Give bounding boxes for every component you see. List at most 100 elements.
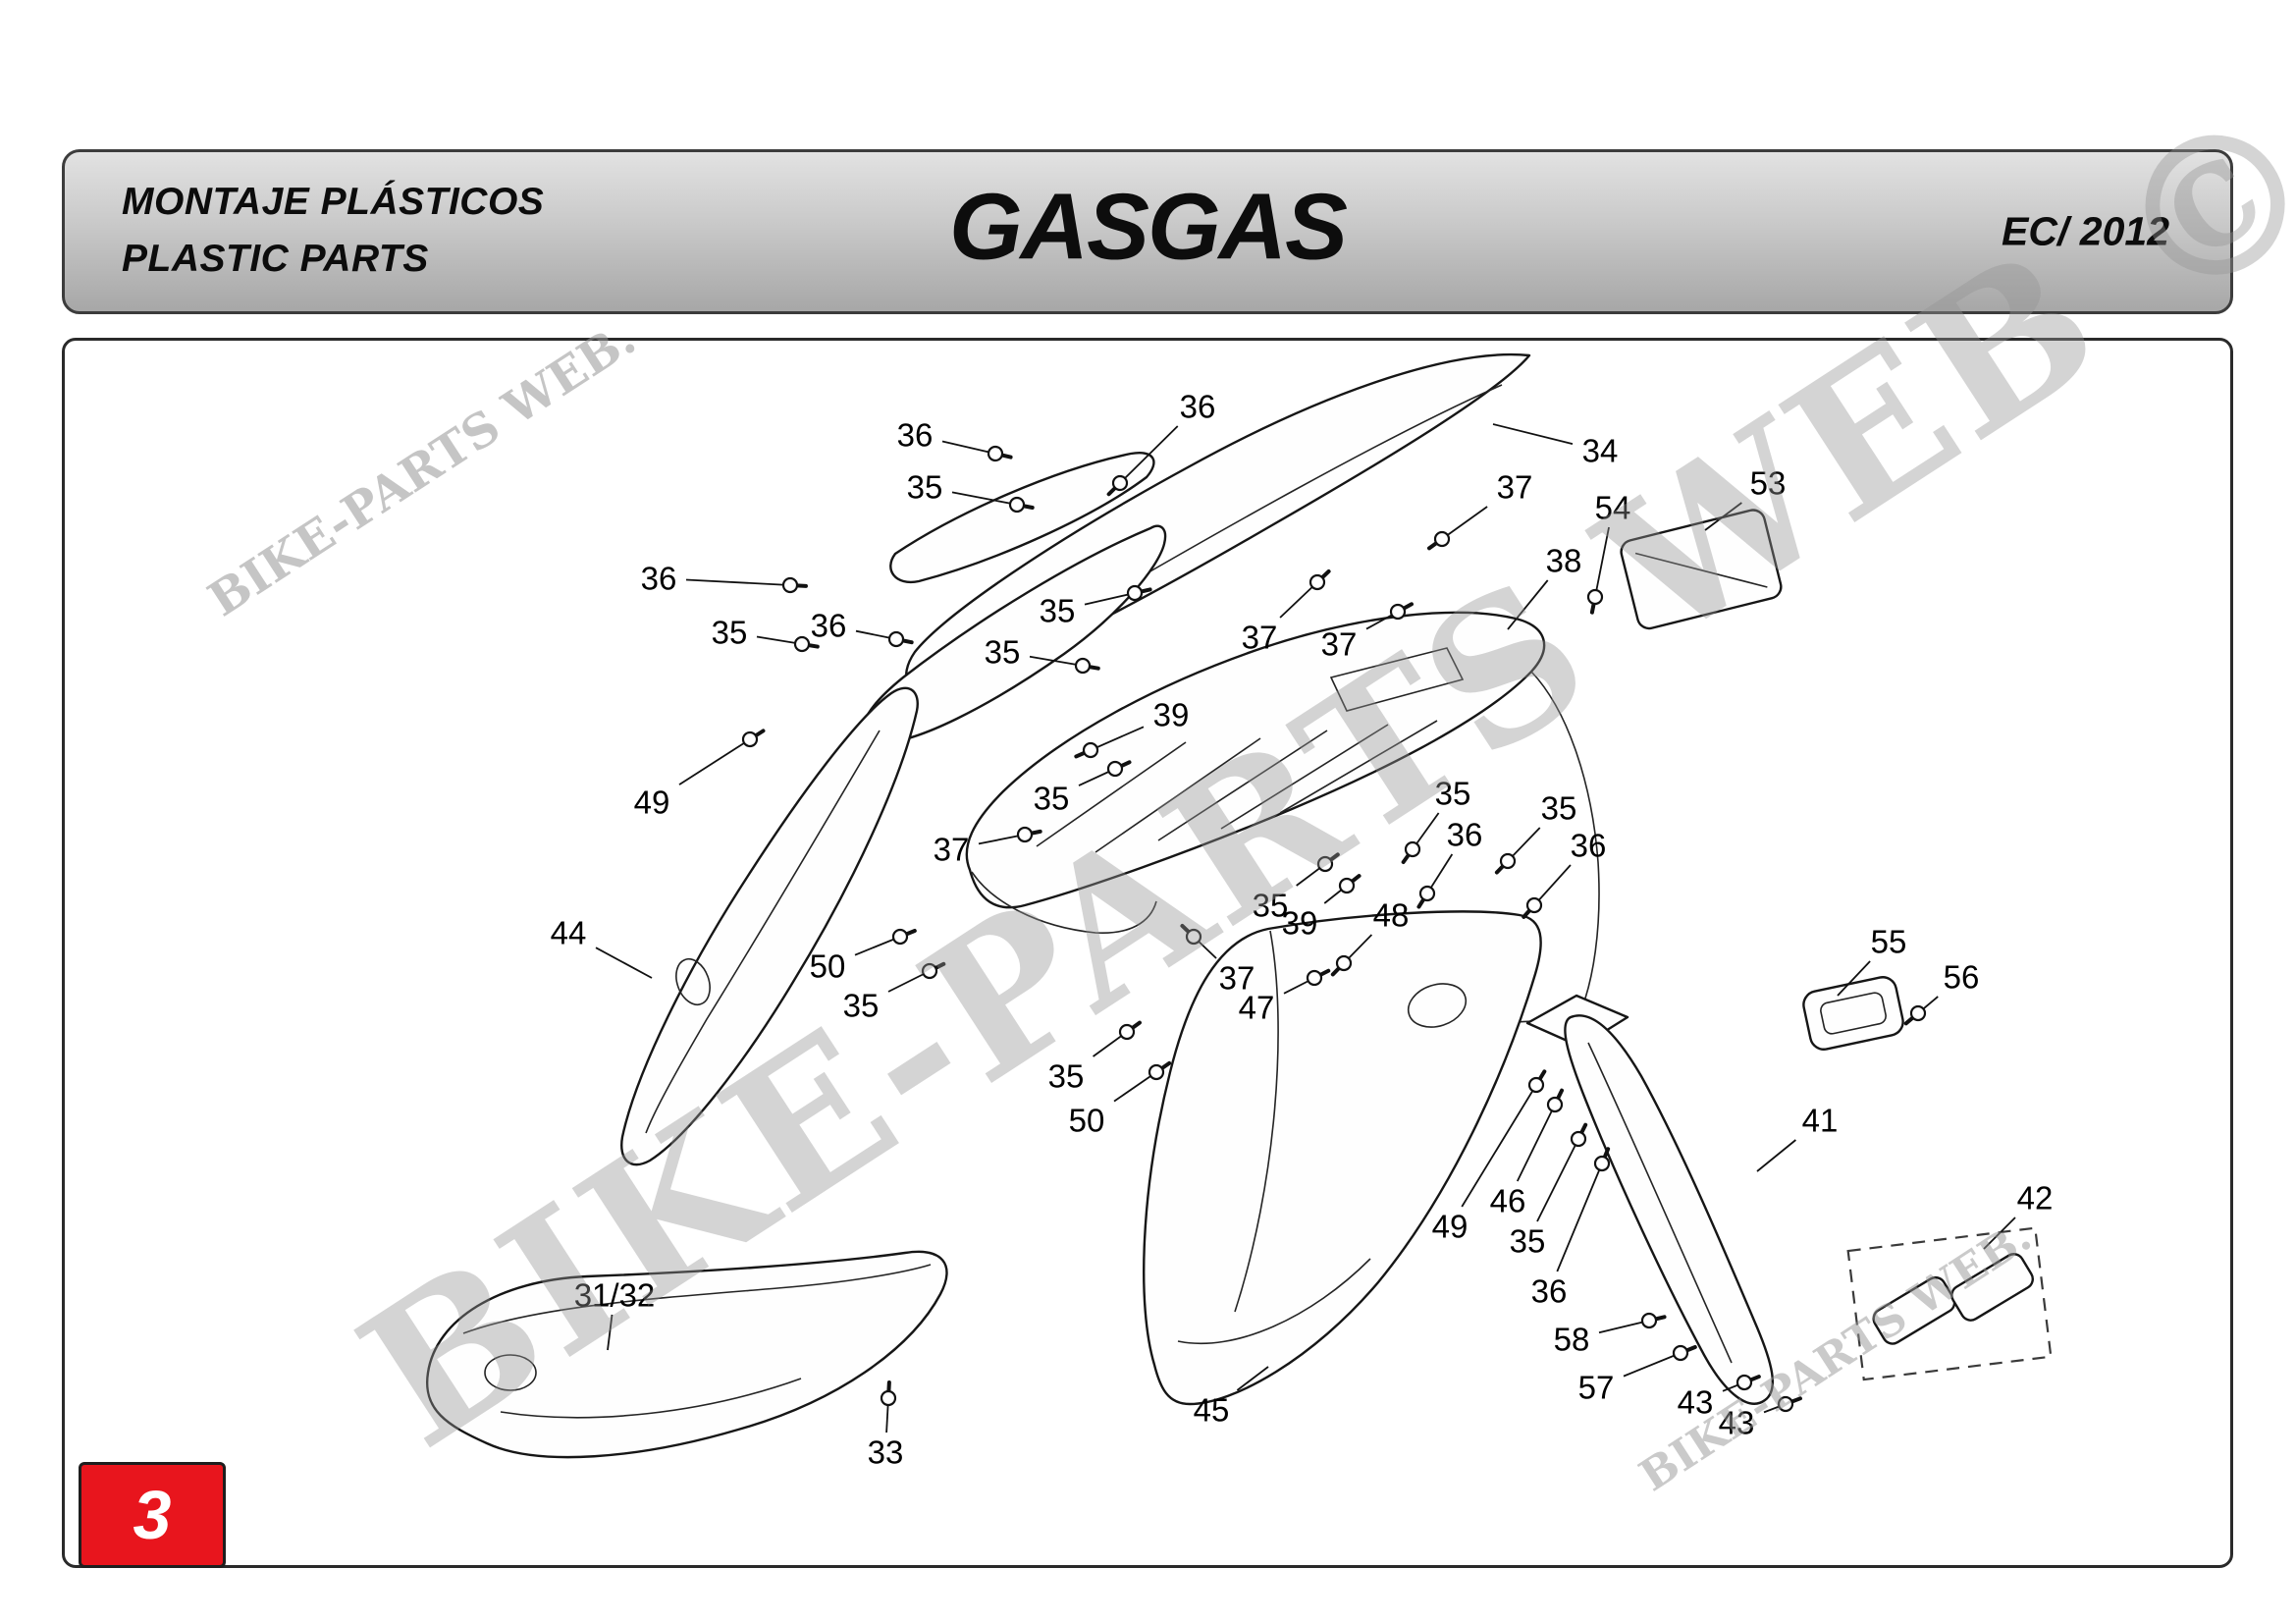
callout-46: 46 bbox=[1490, 1088, 1565, 1219]
callout-label: 39 bbox=[1153, 697, 1190, 733]
callout-label: 36 bbox=[1447, 817, 1483, 853]
callout-36: 36 bbox=[1416, 817, 1483, 909]
part-number-plate bbox=[1620, 509, 1783, 630]
callout-label: 36 bbox=[1180, 389, 1216, 425]
fastener-glyph bbox=[1404, 840, 1421, 858]
leader-line bbox=[1507, 579, 1549, 630]
fastener-glyph bbox=[1546, 1096, 1564, 1113]
callout-label: 37 bbox=[1242, 620, 1278, 656]
fastener-glyph bbox=[1008, 496, 1026, 514]
part-license-plate-outline bbox=[1846, 1226, 2053, 1381]
callout-label: 35 bbox=[1510, 1223, 1546, 1260]
leader-line bbox=[685, 578, 791, 586]
fastener-glyph bbox=[1525, 896, 1543, 914]
part-license-plate-right bbox=[1950, 1253, 2034, 1322]
leader-line bbox=[941, 440, 996, 455]
leader-line bbox=[1756, 1139, 1796, 1172]
callout-35: 35 bbox=[907, 469, 1035, 514]
callout-53: 53 bbox=[1704, 465, 1787, 531]
part-license-plate-left bbox=[1872, 1275, 1956, 1345]
part-inner-brace bbox=[889, 452, 1155, 584]
fastener-glyph bbox=[1118, 1023, 1136, 1041]
callout-label: 47 bbox=[1239, 990, 1275, 1026]
callout-36: 36 bbox=[1531, 1147, 1611, 1310]
fastener-glyph bbox=[1126, 584, 1144, 602]
fastener-glyph bbox=[1909, 1004, 1927, 1022]
callout-label: 35 bbox=[712, 615, 748, 651]
fastener-glyph bbox=[1335, 954, 1353, 972]
callout-label: 55 bbox=[1871, 924, 1907, 960]
part-seat-seam-bottom bbox=[500, 1378, 802, 1419]
part-airbox-rib-1 bbox=[1036, 741, 1187, 847]
callout-label: 53 bbox=[1750, 465, 1787, 502]
part-mudflap-seam bbox=[1587, 1042, 1733, 1364]
callout-label: 41 bbox=[1802, 1103, 1839, 1139]
callout-38: 38 bbox=[1507, 543, 1581, 630]
part-side-panel-left bbox=[620, 686, 919, 1166]
callout-label: 36 bbox=[1531, 1273, 1568, 1310]
callout-label: 36 bbox=[811, 608, 847, 644]
part-airbox-rib-3 bbox=[1157, 730, 1328, 841]
callout-54: 54 bbox=[1586, 490, 1630, 615]
callout-35: 35 bbox=[1510, 1122, 1588, 1260]
callout-37: 37 bbox=[1321, 602, 1415, 663]
callout-label: 50 bbox=[1069, 1103, 1105, 1139]
part-seat-seam-top bbox=[462, 1264, 932, 1334]
fastener-glyph bbox=[1316, 855, 1334, 873]
part-mudflap bbox=[1564, 1014, 1775, 1405]
callout-35: 35 bbox=[1048, 1020, 1142, 1095]
part-taillight-group bbox=[1802, 976, 1904, 1051]
callout-label: 35 bbox=[1253, 888, 1289, 924]
callout-label: 49 bbox=[1432, 1209, 1468, 1245]
callout-label: 35 bbox=[1040, 593, 1076, 629]
callout-55: 55 bbox=[1837, 924, 1907, 997]
callout-label: 33 bbox=[868, 1434, 904, 1471]
callout-37: 37 bbox=[934, 826, 1042, 868]
callout-35: 35 bbox=[985, 634, 1100, 675]
fastener-glyph bbox=[1082, 741, 1099, 759]
callout-36: 36 bbox=[811, 608, 914, 648]
callout-label: 36 bbox=[641, 561, 677, 597]
callout-label: 37 bbox=[1497, 469, 1533, 506]
leader-line bbox=[1119, 425, 1179, 484]
leader-line bbox=[1492, 423, 1574, 445]
callout-50: 50 bbox=[1069, 1060, 1172, 1139]
callout-35: 35 bbox=[1253, 852, 1340, 924]
callout-37: 37 bbox=[1180, 923, 1255, 997]
fastener-glyph bbox=[1499, 852, 1517, 870]
callout-57: 57 bbox=[1578, 1344, 1697, 1406]
callout-42: 42 bbox=[1983, 1180, 2053, 1250]
leader-line bbox=[1113, 1071, 1157, 1103]
callout-label: 49 bbox=[634, 784, 670, 821]
leader-line bbox=[1236, 1366, 1269, 1391]
callout-label: 35 bbox=[1048, 1058, 1085, 1095]
callout-50: 50 bbox=[810, 928, 917, 985]
leader-line bbox=[1516, 1104, 1556, 1182]
part-license-plate-group bbox=[1846, 1226, 2053, 1381]
callout-43: 43 bbox=[1719, 1395, 1802, 1441]
fastener-glyph bbox=[1148, 1063, 1165, 1081]
title-english: PLASTIC PARTS bbox=[122, 238, 429, 280]
callout-label: 58 bbox=[1554, 1322, 1590, 1358]
fastener-glyph bbox=[1640, 1312, 1658, 1329]
callout-56: 56 bbox=[1903, 959, 1979, 1026]
callout-label: 37 bbox=[1321, 626, 1358, 663]
callout-36: 36 bbox=[1522, 828, 1606, 919]
leader-line bbox=[1837, 960, 1871, 997]
callout-label: 35 bbox=[1034, 781, 1070, 817]
callout-label: 43 bbox=[1678, 1384, 1714, 1421]
title-spanish: MONTAJE PLÁSTICOS bbox=[122, 181, 545, 223]
page-number: 3 bbox=[133, 1477, 172, 1553]
leader-line bbox=[1084, 592, 1136, 606]
fastener-glyph bbox=[1185, 928, 1202, 946]
callout-label: 39 bbox=[1282, 905, 1318, 942]
fastener-glyph bbox=[1777, 1395, 1794, 1413]
fastener-glyph bbox=[1433, 530, 1451, 548]
part-taillight bbox=[1802, 976, 1904, 1051]
callout-39: 39 bbox=[1074, 697, 1190, 759]
callout-44: 44 bbox=[551, 915, 653, 979]
callout-36: 36 bbox=[897, 417, 1013, 462]
fastener-glyph bbox=[1338, 877, 1356, 894]
